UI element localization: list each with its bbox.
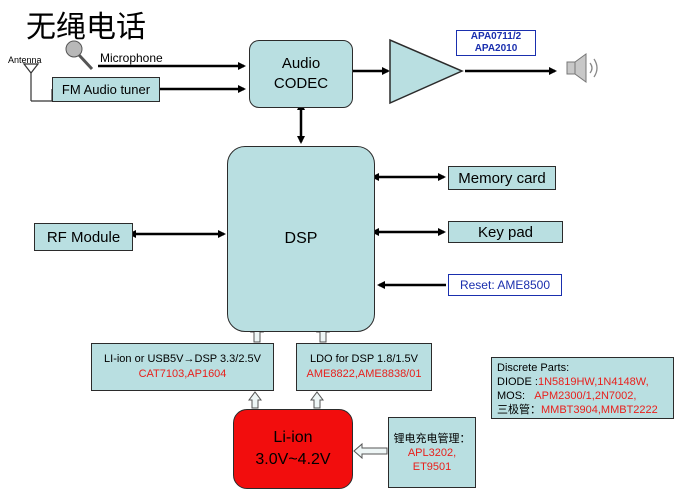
triode-label: 三极管： [497, 404, 541, 416]
amplifier-triangle [389, 38, 464, 105]
charger-part-2: ET9501 [412, 460, 452, 473]
page-title: 无绳电话 [26, 10, 146, 45]
triode-parts: MMBT3904,MMBT2222 [541, 404, 658, 416]
diode-label: DIODE : [497, 376, 538, 388]
battery-to-ldo-left-arrow [248, 391, 262, 409]
memory-card-block: Memory card [448, 166, 556, 190]
antenna-icon [22, 63, 53, 102]
battery-name: Li-ion [273, 429, 313, 446]
mos-label: MOS: [497, 390, 526, 402]
amplifier-part-line2: APA2010 [474, 43, 518, 54]
reset-block: Reset: AME8500 [448, 274, 562, 296]
fm-audio-tuner-block: FM Audio tuner [52, 77, 160, 102]
microphone-icon [65, 40, 94, 71]
audio-codec-line1: Audio [281, 55, 321, 72]
audio-codec-block: Audio CODEC [249, 40, 353, 108]
speaker-icon [566, 53, 598, 83]
li-ion-battery-block: Li-ion 3.0V~4.2V [233, 409, 353, 489]
ldo-left-block: LI-ion or USB5V→DSP 3.3/2.5V CAT7103,AP1… [91, 343, 274, 391]
discrete-mos-row: MOS: APM2300/1,2N7002, [497, 389, 668, 403]
charger-part-1: APL3202, [407, 446, 457, 459]
discrete-triode-row: 三极管：MMBT3904,MMBT2222 [497, 403, 668, 417]
audio-codec-line2: CODEC [273, 75, 329, 92]
charger-block: 锂电充电管理： APL3202, ET9501 [388, 417, 476, 488]
diode-parts: 1N5819HW,1N4148W, [537, 376, 649, 388]
ldo-right-parts: AME8822,AME8838/01 [306, 368, 422, 380]
ldo-left-parts: CAT7103,AP1604 [138, 368, 227, 380]
charger-heading: 锂电充电管理： [393, 432, 471, 445]
rf-module-block: RF Module [34, 223, 133, 251]
discrete-diode-row: DIODE :1N5819HW,1N4148W, [497, 375, 668, 389]
discrete-parts-box: Discrete Parts: DIODE :1N5819HW,1N4148W,… [491, 357, 674, 419]
battery-to-ldo-right-arrow [310, 391, 324, 409]
dsp-block: DSP [227, 146, 375, 332]
ldo-right-block: LDO for DSP 1.8/1.5V AME8822,AME8838/01 [296, 343, 432, 391]
ldo-right-description: LDO for DSP 1.8/1.5V [309, 353, 419, 365]
antenna-label: Antenna [8, 55, 42, 65]
mos-parts: APM2300/1,2N7002, [534, 390, 637, 402]
charger-to-battery-arrow [353, 442, 388, 460]
discrete-parts-heading: Discrete Parts: [497, 362, 570, 374]
key-pad-block: Key pad [448, 221, 563, 243]
amplifier-part-line1: APA0711/2 [470, 31, 522, 42]
amplifier-part-label: APA0711/2 APA2010 [456, 30, 536, 56]
microphone-label: Microphone [100, 51, 163, 65]
ldo-left-description: LI-ion or USB5V→DSP 3.3/2.5V [104, 353, 261, 365]
battery-voltage: 3.0V~4.2V [255, 451, 331, 468]
